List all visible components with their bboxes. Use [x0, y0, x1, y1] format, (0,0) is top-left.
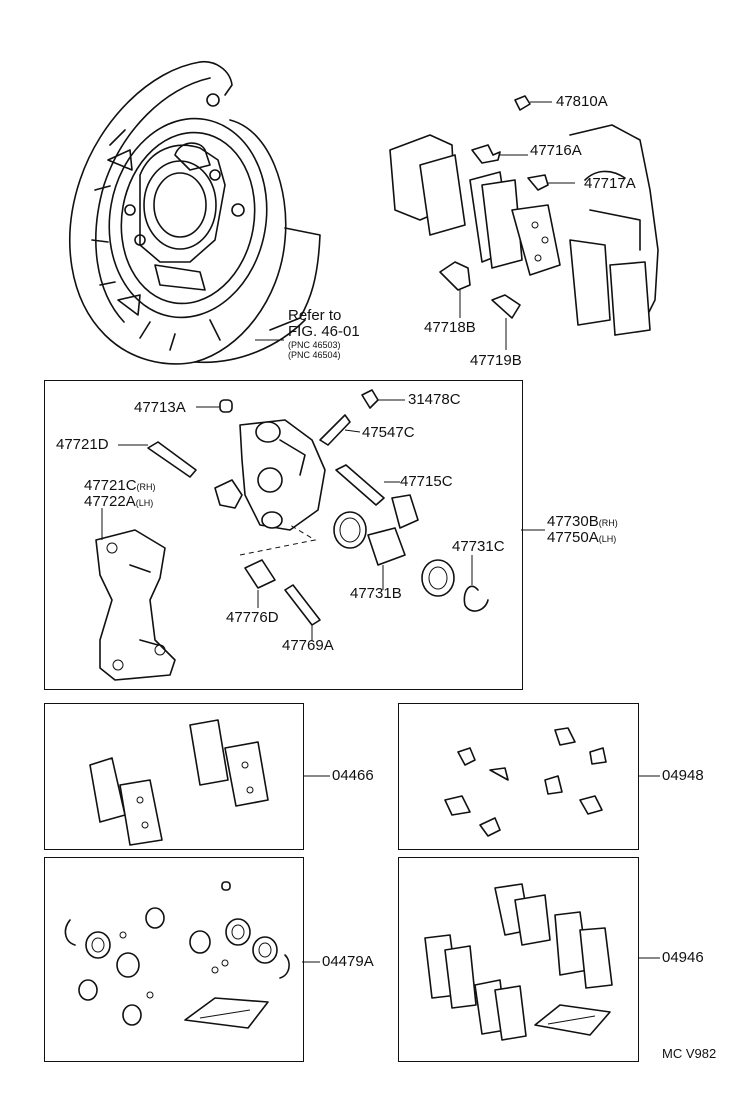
label-47776D: 47776D [226, 609, 279, 626]
label-47731B: 47731B [350, 585, 402, 602]
label-47731C: 47731C [452, 538, 505, 555]
kit-04479A-box [44, 857, 304, 1062]
label-47730B: 47730B(RH) [547, 513, 618, 530]
backing-plate-drawing [69, 60, 321, 365]
kit-04466-drawing [89, 719, 330, 846]
label-47716A: 47716A [530, 142, 582, 159]
pads-and-clips-drawing [389, 95, 659, 350]
label-kit-04946: 04946 [662, 949, 704, 966]
caliper-assembly-box [44, 380, 523, 690]
refer-line-4: (PNC 46504) [288, 350, 341, 360]
kit-04946-box [398, 857, 639, 1062]
label-47713A: 47713A [134, 399, 186, 416]
kit-04466-box [44, 703, 304, 850]
label-47810A: 47810A [556, 93, 608, 110]
kit-04948-drawing [444, 727, 660, 837]
label-47547C: 47547C [362, 424, 415, 441]
label-47718B: 47718B [424, 319, 476, 336]
kit-04479A-drawing [64, 881, 320, 1029]
label-kit-04948: 04948 [662, 767, 704, 784]
label-47769A: 47769A [282, 637, 334, 654]
label-47717A: 47717A [584, 175, 636, 192]
label-47715C: 47715C [400, 473, 453, 490]
label-47721C: 47721C(RH) [84, 477, 156, 494]
label-kit-04466: 04466 [332, 767, 374, 784]
label-47719B: 47719B [470, 352, 522, 369]
label-47721D: 47721D [56, 436, 109, 453]
label-47750A: 47750A(LH) [547, 529, 617, 546]
label-31478C: 31478C [408, 391, 461, 408]
figure-code: MC V982 [662, 1046, 717, 1061]
kit-04948-box [398, 703, 639, 850]
label-kit-04479A: 04479A [322, 953, 374, 970]
label-47722A: 47722A(LH) [84, 493, 154, 510]
caliper-assembly-drawing [95, 389, 545, 681]
refer-line-1: Refer to [288, 307, 342, 324]
refer-line-3: (PNC 46503) [288, 340, 341, 350]
kit-04946-drawing [424, 883, 660, 1041]
refer-line-2: FIG. 46-01 [288, 323, 360, 340]
